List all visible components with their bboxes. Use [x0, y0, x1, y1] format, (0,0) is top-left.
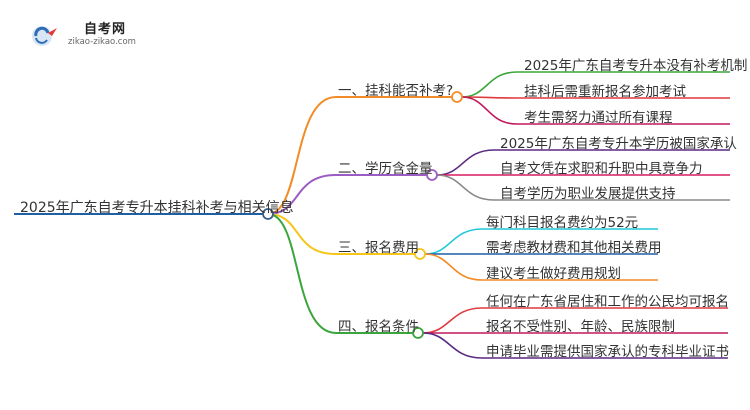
leaf-label-3-1: 每门科目报名费约为52元 [486, 215, 639, 231]
root-node [262, 208, 274, 220]
leaf-edge-3-3 [424, 253, 483, 281]
branch-label-1: 一、挂科能否补考? [338, 83, 454, 99]
logo-subtitle: zikao-zikao.com [68, 37, 136, 47]
root-node-label: 2025年广东自考专升本挂科补考与相关信息 [20, 200, 294, 216]
leaf-edge-1-1 [461, 71, 518, 98]
leaf-label-1-3: 考生需努力通过所有课程 [524, 110, 673, 126]
branch-node-3 [414, 248, 426, 260]
leaf-label-3-2: 需考虑教材费和其他相关费用 [486, 240, 662, 256]
branch-label-3: 三、报名费用 [338, 240, 419, 256]
branch-edge-3 [267, 213, 337, 255]
leaf-edge-3-1 [424, 228, 483, 255]
leaf-label-1-1: 2025年广东自考专升本没有补考机制 [524, 58, 748, 74]
leaf-label-4-2: 报名不受性别、年龄、民族限制 [486, 319, 675, 335]
leaf-label-4-3: 申请毕业需提供国家承认的专科毕业证书 [486, 344, 729, 360]
leaf-label-2-2: 自考文凭在求职和升职中具竞争力 [500, 161, 703, 177]
leaf-edge-4-1 [422, 307, 483, 334]
leaf-label-4-1: 任何在广东省居住和工作的公民均可报名 [486, 294, 729, 310]
branch-edge-2 [267, 174, 337, 215]
leaf-edge-2-3 [436, 174, 495, 201]
branch-label-4: 四、报名条件 [338, 319, 419, 335]
branch-label-2: 二、学历含金量 [338, 161, 433, 177]
leaf-label-3-3: 建议考生做好费用规划 [486, 266, 621, 282]
branch-edge-4 [267, 213, 337, 334]
leaf-edge-1-3 [461, 96, 518, 125]
branch-node-1 [451, 91, 463, 103]
leaf-edge-4-3 [422, 332, 483, 359]
leaf-label-1-2: 挂科后需重新报名参加考试 [524, 84, 686, 100]
branch-edge-1 [267, 96, 337, 215]
branch-node-4 [412, 327, 424, 339]
leaf-edge-2-1 [436, 149, 495, 176]
logo-icon [32, 26, 57, 46]
branch-node-2 [426, 169, 438, 181]
leaf-label-2-3: 自考学历为职业发展提供支持 [500, 186, 676, 202]
leaf-label-2-1: 2025年广东自考专升本学历被国家承认 [500, 136, 737, 152]
logo-title: 自考网 [84, 22, 127, 37]
